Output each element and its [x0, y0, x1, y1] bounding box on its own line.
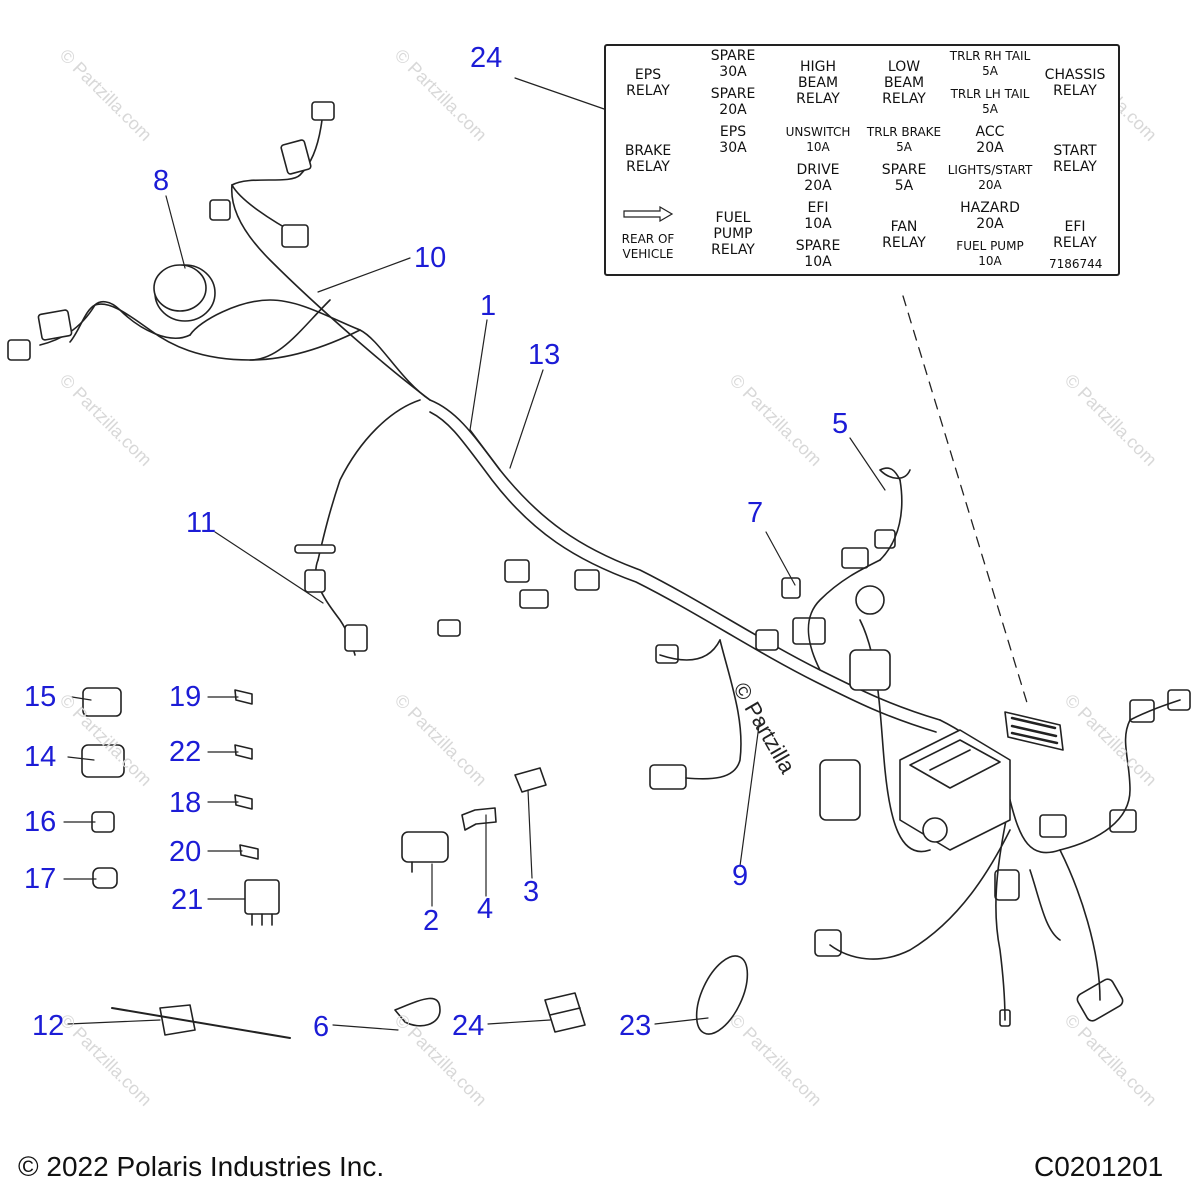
diagram-code: C0201201 — [1034, 1151, 1164, 1182]
callout-17[interactable]: 17 — [24, 863, 57, 895]
connectors — [7, 101, 1191, 1027]
fuse-cell-hazard-20a: HAZARD 20A — [960, 200, 1020, 232]
fuse-box-label — [604, 44, 1120, 276]
fuse-cell-spare-30a: SPARE 30A — [710, 48, 756, 80]
callout-5[interactable]: 5 — [832, 408, 849, 440]
copyright-notice: © 2022 Polaris Industries Inc. — [18, 1151, 385, 1182]
fuse-cell-spare-10a: SPARE 10A — [795, 238, 841, 270]
callout-3[interactable]: 3 — [523, 876, 540, 908]
fuse-cell-eps-relay: EPS RELAY — [626, 67, 670, 99]
callout-19[interactable]: 19 — [169, 681, 202, 713]
callout-12[interactable]: 12 — [32, 1010, 65, 1042]
label-sheet-icon — [1004, 711, 1064, 751]
rear-arrow-icon — [623, 206, 674, 222]
fuse-cell-chassis-relay: CHASSIS RELAY — [1044, 67, 1106, 99]
fuse-cell-fuel-pump-10a: FUEL PUMP 10A — [956, 239, 1024, 268]
fuse-cell-spare-5a: SPARE 5A — [881, 162, 927, 194]
leader-lines — [63, 77, 886, 1031]
callout-21[interactable]: 21 — [171, 884, 204, 916]
callout-7[interactable]: 7 — [747, 497, 764, 529]
loose-parts — [81, 687, 749, 1036]
fuse-cell-eps-30a: EPS 30A — [719, 124, 747, 156]
callout-23[interactable]: 23 — [619, 1010, 652, 1042]
callout-24-clip[interactable]: 24 — [452, 1010, 485, 1042]
callout-14[interactable]: 14 — [24, 741, 57, 773]
callout-16[interactable]: 16 — [24, 806, 57, 838]
callout-24-label[interactable]: 24 — [470, 42, 503, 74]
callout-1[interactable]: 1 — [480, 290, 497, 322]
fuse-cell-trlr-lh-tail: TRLR LH TAIL 5A — [950, 87, 1030, 116]
label-part-number: 7186744 — [1049, 257, 1103, 271]
callout-11[interactable]: 11 — [186, 507, 217, 539]
fuse-cell-rear-of-vehicle: REAR OF VEHICLE — [621, 232, 675, 261]
callout-10[interactable]: 10 — [414, 242, 447, 274]
fuse-cell-acc-20a: ACC 20A — [975, 124, 1005, 156]
fuse-cell-efi-10a: EFI 10A — [804, 200, 832, 232]
fuse-cell-drive-20a: DRIVE 20A — [796, 162, 840, 194]
callout-8[interactable]: 8 — [153, 165, 170, 197]
callout-22[interactable]: 22 — [169, 736, 202, 768]
zip-tie — [111, 1007, 291, 1039]
electronic-control-module — [819, 585, 1011, 851]
label-dashed-leader — [902, 295, 1029, 707]
fuse-cell-lights-start-20a: LIGHTS/START 20A — [947, 163, 1033, 192]
callout-18[interactable]: 18 — [169, 787, 202, 819]
callout-2[interactable]: 2 — [423, 905, 440, 937]
fuse-cell-trlr-rh-tail: TRLR RH TAIL 5A — [949, 49, 1031, 78]
callout-9[interactable]: 9 — [732, 860, 749, 892]
callout-6[interactable]: 6 — [313, 1011, 330, 1043]
callout-20[interactable]: 20 — [169, 836, 202, 868]
fuse-cell-brake-relay: BRAKE RELAY — [624, 143, 672, 175]
fuse-cell-efi-relay: EFI RELAY — [1053, 219, 1097, 251]
fuse-cell-trlr-brake-5a: TRLR BRAKE 5A — [866, 125, 942, 154]
fuse-cell-fuel-pump-relay: FUEL PUMP RELAY — [711, 210, 755, 258]
callout-4[interactable]: 4 — [477, 893, 494, 925]
fuse-cell-start-relay: START RELAY — [1053, 143, 1097, 175]
callout-13[interactable]: 13 — [528, 339, 561, 371]
fuse-cell-fan-relay: FAN RELAY — [882, 219, 926, 251]
main-harness-trunk — [429, 399, 941, 733]
fuse-cell-high-beam-relay: HIGH BEAM RELAY — [796, 59, 840, 107]
fuse-cell-low-beam-relay: LOW BEAM RELAY — [882, 59, 926, 107]
fuse-cell-unswitch-10a: UNSWITCH 10A — [785, 125, 851, 154]
callout-15[interactable]: 15 — [24, 681, 57, 713]
upper-left-branches — [39, 119, 431, 656]
fuse-cell-spare-20a: SPARE 20A — [710, 86, 756, 118]
